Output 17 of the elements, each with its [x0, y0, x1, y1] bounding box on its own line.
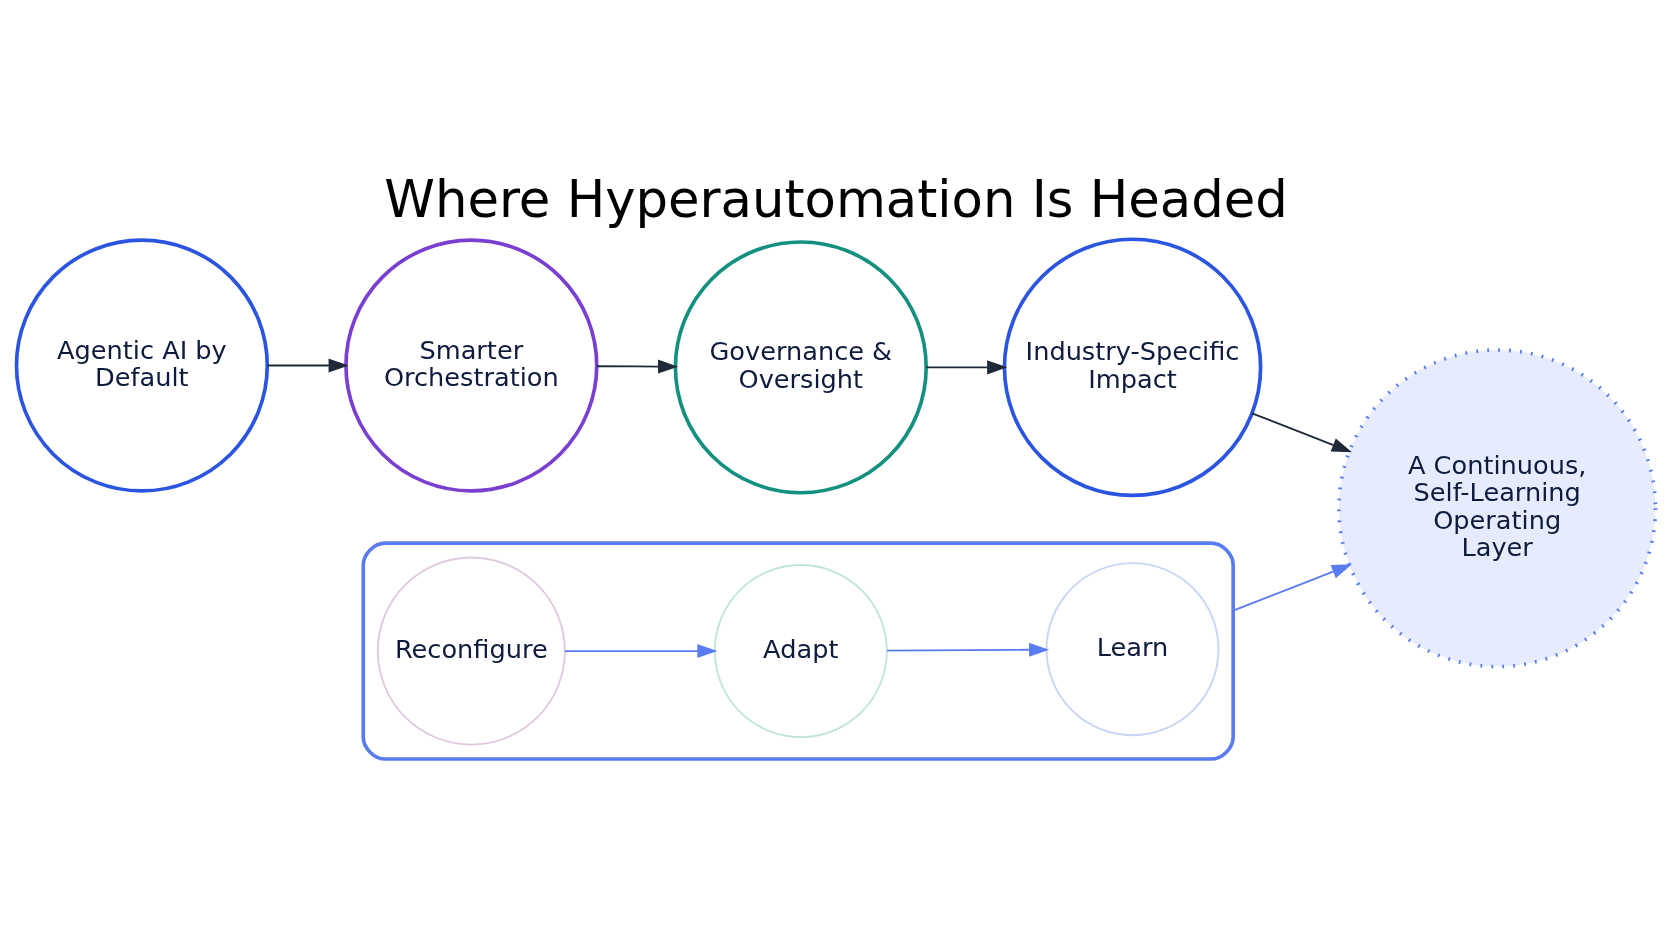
node-circle: Adapt [713, 563, 888, 738]
arrow [595, 359, 679, 374]
node-circle: Reconfigure [376, 556, 566, 745]
node-circle: Smarter Orchestration [344, 237, 599, 493]
node-circle: Agentic AI by Default [14, 237, 270, 493]
arrow [886, 642, 1050, 657]
cluster [361, 540, 1235, 761]
arrow [266, 357, 349, 373]
node-circle: Governance & Oversight [673, 239, 928, 495]
arrow [1251, 411, 1352, 452]
node-circle: A Continuous, Self-Learning Operating Layer [1337, 347, 1658, 668]
arrow [1232, 563, 1352, 612]
arrow [925, 359, 1008, 374]
diagram-title: Where Hyperautomation Is Headed [384, 168, 1288, 229]
node-circle: Learn [1045, 561, 1220, 736]
arrow [563, 643, 718, 658]
node-circle: Industry-Specific Impact [1002, 236, 1263, 497]
